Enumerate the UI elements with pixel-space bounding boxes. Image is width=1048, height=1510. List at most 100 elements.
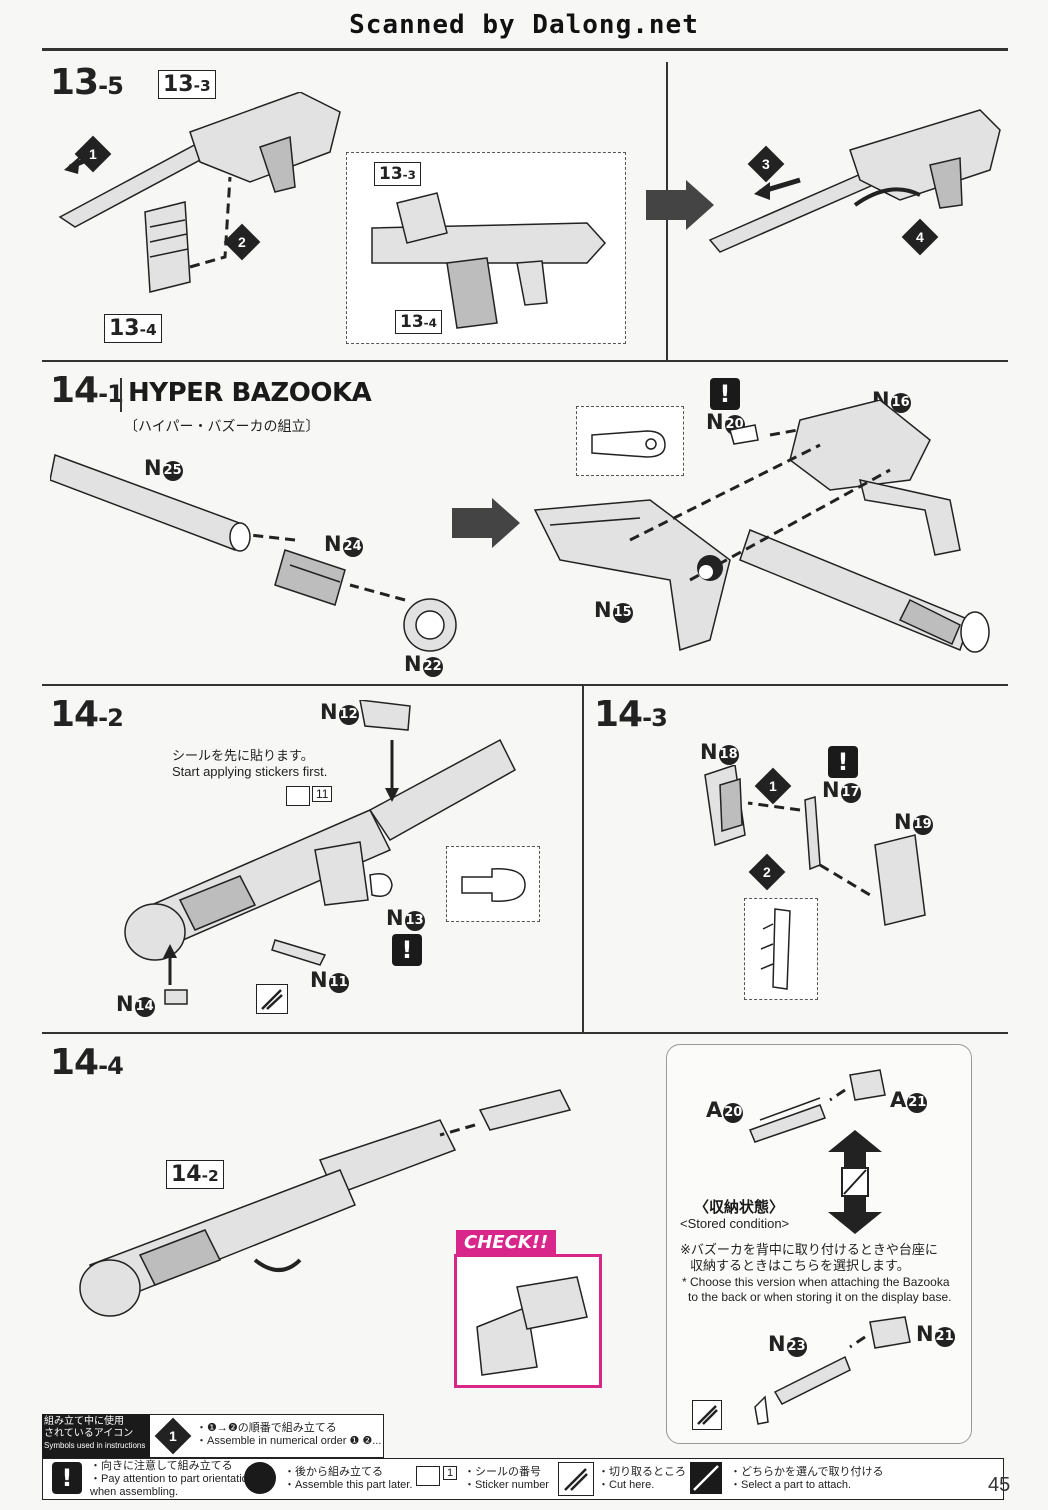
legend-later-ja: ・後から組み立てる xyxy=(284,1466,383,1478)
legend-cut: ・切り取るところ ・Cut here. xyxy=(598,1466,686,1492)
step-14-1-label: 14-1 xyxy=(50,370,124,411)
stored-title-ja: 〈収納状態〉 xyxy=(694,1199,785,1216)
bazooka-barrel-14-2-illustration xyxy=(124,700,516,1005)
ref-num: 13 xyxy=(109,316,140,341)
scan-watermark: Scanned by Dalong.net xyxy=(349,10,699,40)
marker-text: 4 xyxy=(916,228,924,245)
check-label: CHECK!! xyxy=(456,1230,557,1255)
legend-select-icon xyxy=(690,1462,722,1494)
ref-num: 13 xyxy=(163,72,194,97)
peg-detail-illustration xyxy=(461,868,526,902)
attention-icon-2: ! xyxy=(392,934,422,966)
part-letter: N xyxy=(822,778,840,802)
ref-num: 13 xyxy=(379,164,403,184)
nipper-icon xyxy=(564,1468,588,1491)
legend-later-en: ・Assemble this part later. xyxy=(284,1479,413,1491)
part-number: 22 xyxy=(422,657,443,677)
title-bar xyxy=(120,378,122,412)
ref-sub: -3 xyxy=(402,168,416,182)
legend-title-en: Symbols used in instructions xyxy=(44,1441,146,1450)
step-14-4-label: 14-4 xyxy=(50,1042,124,1083)
part-letter: A xyxy=(706,1098,723,1122)
marker-text: 1 xyxy=(769,777,777,794)
sticker-icon xyxy=(286,786,310,806)
legend-title-ja-1: 組み立て中に使用 xyxy=(44,1416,124,1427)
ref-sub: -2 xyxy=(201,1167,219,1185)
part-number: 15 xyxy=(612,603,633,623)
part-letter: N xyxy=(700,740,718,764)
part-number: 16 xyxy=(890,393,911,413)
part-number: 25 xyxy=(162,461,183,481)
cut-here-icon xyxy=(256,984,288,1014)
stored-note-en-1: * Choose this version when attaching the… xyxy=(682,1275,950,1289)
inset-ref-13-3: 13-3 xyxy=(374,162,421,186)
nipper-icon xyxy=(697,1405,718,1425)
legend-attention-icon: ! xyxy=(52,1462,82,1494)
step-13-5-label: 13-5 xyxy=(50,62,124,103)
part-letter: N xyxy=(594,598,612,622)
step-sub: -2 xyxy=(98,704,124,732)
step-sub: -4 xyxy=(98,1052,124,1080)
step-number: 14 xyxy=(50,694,99,735)
marker-text: 2 xyxy=(238,233,246,250)
ref-sub: -4 xyxy=(139,321,157,339)
legend-bottom xyxy=(42,1458,1004,1500)
part-letter: N xyxy=(894,810,912,834)
legend-sticker: ・シールの番号 ・Sticker number xyxy=(464,1466,549,1492)
section-title: HYPER BAZOOKA xyxy=(128,378,372,408)
part-number: 21 xyxy=(934,1327,955,1347)
part-letter: N xyxy=(144,456,162,480)
divider-v-2 xyxy=(582,684,584,1032)
part-number: 14 xyxy=(134,997,155,1017)
legend-select-ja: ・どちらかを選んで取り付ける xyxy=(730,1466,884,1478)
part-letter: N xyxy=(916,1322,934,1346)
part-letter: N xyxy=(310,968,328,992)
ref-13-4: 13-4 xyxy=(104,314,162,343)
marker-text: 3 xyxy=(762,155,770,172)
select-icon xyxy=(693,1465,719,1491)
divider-2 xyxy=(42,684,1008,686)
step-number: 14 xyxy=(594,694,643,735)
stored-note-ja-2: 収納するときはこちらを選択します。 xyxy=(690,1258,910,1273)
ref-num: 13 xyxy=(400,312,424,332)
part-letter: N xyxy=(386,906,404,930)
part-letter: N xyxy=(768,1332,786,1356)
bazooka-final-assembly-illustration xyxy=(79,1089,572,1317)
legend-sticker-en: ・Sticker number xyxy=(464,1479,549,1491)
rail-parts-n-illustration xyxy=(754,1316,911,1425)
sticker-note-en: Start applying stickers first. xyxy=(172,764,328,779)
legend-sticker-ja: ・シールの番号 xyxy=(464,1466,541,1478)
attention-icon: ! xyxy=(710,378,740,410)
marker-text: 2 xyxy=(763,863,771,880)
legend-attention: ・向きに注意して組み立てる ・Pay attention to part ori… xyxy=(90,1460,254,1499)
legend-numerical-ja: ・❶→❷の順番で組み立てる xyxy=(196,1422,337,1434)
stored-note-ja-1: ※バズーカを背中に取り付けるときや台座に xyxy=(680,1242,938,1257)
part-number: 21 xyxy=(907,1093,928,1113)
legend-sticker-sample: 1 xyxy=(443,1466,458,1480)
next-step-arrow-icon xyxy=(646,180,714,230)
part-number: 18 xyxy=(718,745,739,765)
part-number: 24 xyxy=(342,537,363,557)
part-number: 19 xyxy=(912,815,933,835)
legend-attention-en-2: when assembling. xyxy=(90,1486,179,1498)
legend-cut-icon xyxy=(558,1462,594,1496)
nipper-icon xyxy=(261,989,283,1010)
part-number: 20 xyxy=(723,1103,744,1123)
gun-parts-13-5-illustration xyxy=(58,92,341,293)
step-number: 14 xyxy=(50,370,99,411)
divider-3 xyxy=(42,1032,1008,1034)
part-letter: N xyxy=(404,652,422,676)
part-number: 23 xyxy=(786,1337,807,1357)
part-number: 12 xyxy=(338,705,359,725)
step-number: 13 xyxy=(50,62,99,103)
sticker-number: 11 xyxy=(312,786,333,802)
legend-later-icon xyxy=(244,1462,276,1494)
